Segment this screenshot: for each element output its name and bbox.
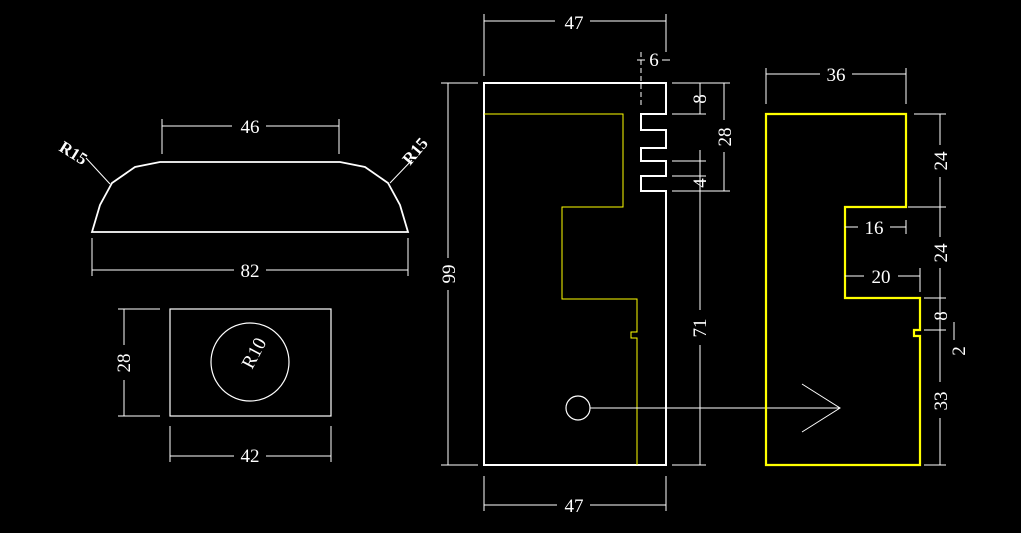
dim-20: 20 (872, 267, 891, 288)
dim-47-bottom: 47 (565, 496, 584, 517)
arrow-head (801, 383, 841, 433)
side-part-outline (764, 112, 922, 467)
main-block-view: 47 6 99 8 4 28 71 47 (439, 13, 841, 517)
hole-plate-view: R10 28 42 (114, 308, 332, 467)
dim-r15-left: R15 (56, 137, 91, 169)
side-part-view: 36 24 24 8 2 33 16 20 (764, 65, 970, 467)
dim-r15-right: R15 (399, 134, 432, 169)
dim-36: 36 (827, 65, 846, 86)
dim-8-side: 8 (931, 311, 952, 321)
hole-circle (210, 322, 290, 402)
dim-24-middle: 24 (931, 243, 952, 263)
dim-82: 82 (241, 261, 260, 282)
dim-r10: R10 (238, 335, 271, 373)
dim-4-comb: 4 (690, 178, 711, 188)
top-profile-view: 46 82 R15 R15 (56, 117, 432, 282)
dim-99: 99 (439, 265, 460, 284)
dim-24-top: 24 (931, 151, 952, 171)
dim-47-top: 47 (565, 13, 584, 34)
dim-16: 16 (865, 218, 884, 239)
main-block-inner-line (484, 113, 638, 465)
cap-profile-outline (90, 161, 410, 233)
dim-2: 2 (949, 346, 970, 356)
dim-33: 33 (931, 392, 952, 411)
dim-42: 42 (241, 446, 260, 467)
pin-circle (565, 395, 591, 421)
dim-71: 71 (690, 319, 711, 338)
dim-28-plate: 28 (114, 354, 135, 373)
dim-6: 6 (649, 50, 659, 71)
dim-46: 46 (241, 117, 260, 138)
plate-outline (169, 308, 332, 417)
dim-28-comb: 28 (715, 128, 736, 147)
main-block-outline (483, 82, 667, 466)
dim-8-comb: 8 (690, 94, 711, 104)
